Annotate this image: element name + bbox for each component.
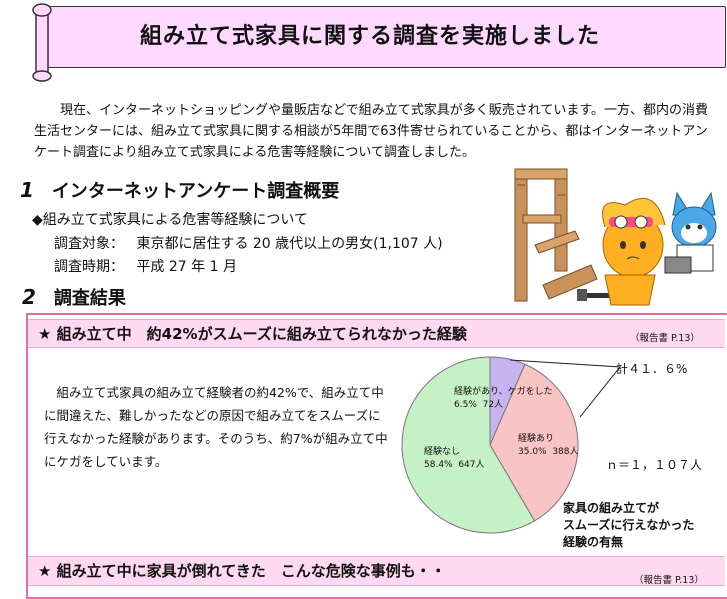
orange-mascot bbox=[602, 197, 666, 306]
result1-heading: ★ 組み立て中 約42%がスムーズに組み立てられなかった経験 bbox=[38, 325, 467, 343]
section1-title: インターネットアンケート調査概要 bbox=[51, 181, 340, 202]
shelf-illustration bbox=[514, 168, 598, 302]
section2-number: 2 bbox=[22, 285, 36, 309]
slice-label-injured: 経験があり、ケガをした 6.5% 72人 bbox=[454, 386, 553, 412]
slice-label-none: 経験なし 58.4% 647人 bbox=[424, 446, 485, 472]
result-section bbox=[26, 313, 727, 599]
slice-label-injured-percent: 6.5% bbox=[454, 400, 477, 410]
section1-bullet: ◆組み立て式家具による危害等経験について bbox=[32, 212, 308, 228]
survey-period-value: 平成 27 年 1 月 bbox=[136, 259, 237, 275]
result2-heading: ★ 組み立て中に家具が倒れてきた こんな危険な事例も・・ bbox=[38, 562, 446, 580]
slice-label-experienced: 経験あり 35.0% 388人 bbox=[518, 433, 579, 459]
section1-number: 1 bbox=[20, 178, 34, 202]
result1-report-ref: （報告書 P.13） bbox=[630, 333, 700, 344]
result2-bar bbox=[28, 556, 725, 586]
experience-pie-chart bbox=[401, 356, 579, 534]
slice-label-none-name: 経験なし bbox=[424, 447, 461, 457]
survey-period-label: 調査時期： bbox=[54, 259, 124, 275]
slice-label-experienced-count: 388人 bbox=[552, 447, 579, 457]
pie-slice-2 bbox=[401, 356, 536, 534]
slice-label-none-count: 647人 bbox=[458, 460, 485, 470]
survey-target-label: 調査対象： bbox=[54, 236, 124, 252]
survey-target-row: 調査対象： 東京都に居住する 20 歳代以上の男女(1,107 人) bbox=[54, 233, 443, 253]
slice-label-experienced-percent: 35.0% bbox=[518, 447, 547, 457]
total-bracket bbox=[509, 359, 621, 418]
section1-heading: 1 インターネットアンケート調査概要 bbox=[20, 177, 339, 203]
result1-bar bbox=[28, 319, 725, 348]
slice-label-none-percent: 58.4% bbox=[424, 460, 453, 470]
chart-caption-line3: 経験の有無 bbox=[563, 535, 624, 549]
slice-label-injured-count: 72人 bbox=[482, 400, 504, 410]
scroll-curl-icon bbox=[32, 3, 52, 82]
section2-title: 調査結果 bbox=[53, 288, 126, 309]
blue-mascot bbox=[664, 191, 717, 274]
survey-target-value: 東京都に居住する 20 歳代以上の男女(1,107 人) bbox=[136, 236, 443, 252]
chart-caption-line1: 家具の組み立てが bbox=[563, 501, 660, 515]
result2-report-ref: （報告書 P.13） bbox=[634, 575, 704, 586]
survey-period-row: 調査時期： 平成 27 年 1 月 bbox=[54, 256, 237, 276]
illustration bbox=[514, 168, 717, 306]
page-title: 組み立て式家具に関する調査を実施しました bbox=[139, 24, 600, 49]
intro-paragraph: 現在、インターネットショッピングや量販店などで組み立て式家具が多く販売されていま… bbox=[34, 103, 709, 160]
total-annotation: 計４１．６% bbox=[616, 362, 688, 376]
section2-heading: 2 調査結果 bbox=[22, 284, 126, 310]
sample-size-annotation: ｎ＝１，１０７人 bbox=[606, 458, 703, 472]
result1-description: 組み立て式家具の組み立て経験者の約42%で、組み立て中に間違えた、難しかったなど… bbox=[44, 385, 388, 469]
chart-caption-line2: スムーズに行えなかった bbox=[563, 518, 695, 532]
title-banner bbox=[40, 6, 726, 68]
slice-label-experienced-name: 経験あり bbox=[518, 434, 555, 444]
slice-label-injured-name: 経験があり、ケガをした bbox=[454, 387, 553, 397]
chart-caption: 家具の組み立てが スムーズに行えなかった 経験の有無 bbox=[563, 500, 694, 551]
